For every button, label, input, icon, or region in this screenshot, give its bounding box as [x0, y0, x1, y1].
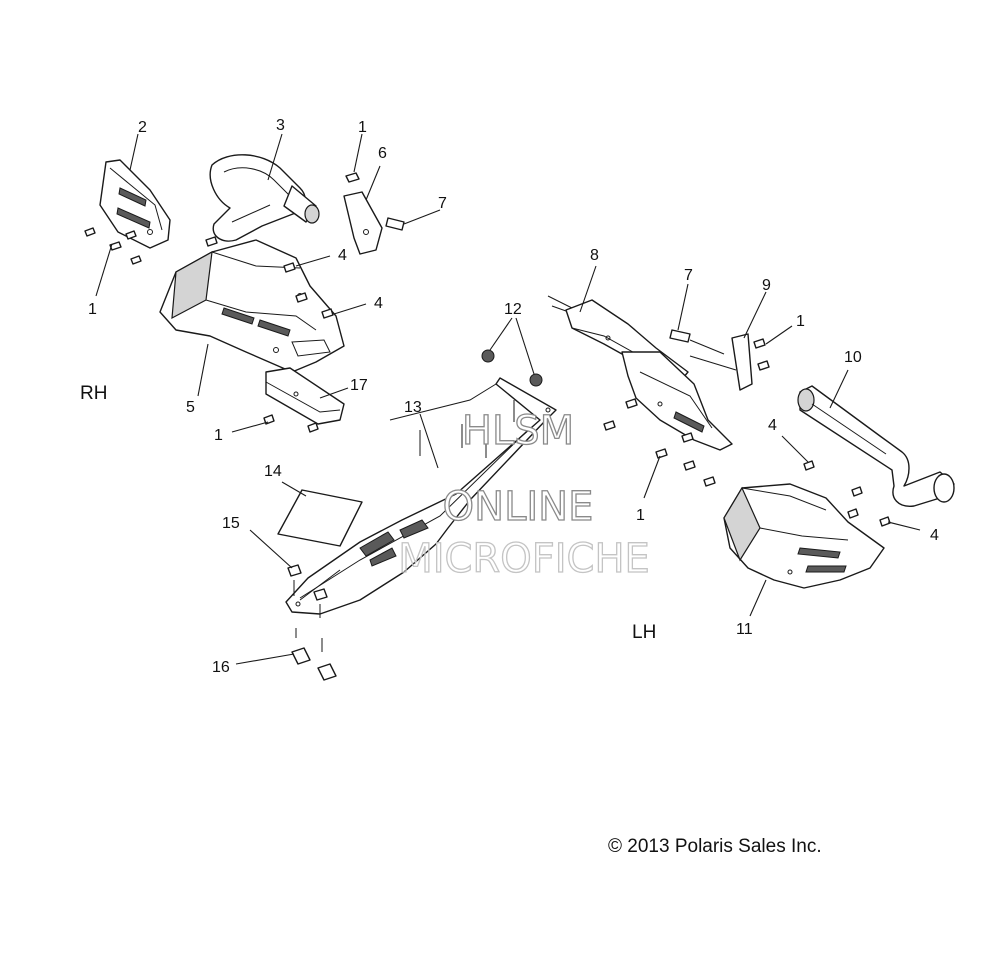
watermark-line-3: MICROFICHE [398, 536, 650, 582]
part-lh-mount-panel [621, 351, 733, 451]
callout-9: 9 [762, 277, 771, 294]
part-3-rh-pipe [209, 154, 320, 242]
screws-part-5 [205, 236, 334, 319]
callout-8: 8 [590, 247, 599, 264]
part-16-clips [291, 628, 337, 681]
callout-6: 6 [378, 145, 387, 162]
callout-17: 17 [350, 377, 368, 394]
part-14-decal [277, 489, 363, 547]
callout-4: 4 [930, 527, 939, 544]
callout-3: 3 [276, 117, 285, 134]
callout-12: 12 [504, 301, 522, 318]
callout-10: 10 [844, 349, 862, 366]
watermark-line-1: HLSM [462, 408, 574, 454]
callout-13: 13 [404, 399, 422, 416]
side-label-rh: RH [80, 383, 107, 404]
callouts: 2 3 1 6 7 4 1 4 5 17 1 13 12 14 15 16 8 … [88, 117, 939, 676]
part-13-skid-plate [285, 377, 557, 615]
callout-1: 1 [358, 119, 367, 136]
watermark: HLSM ONLINE MICROFICHE [398, 407, 651, 582]
callout-4: 4 [768, 417, 777, 434]
screws-lower-rh [263, 414, 319, 433]
callout-7: 7 [438, 195, 447, 212]
callout-1: 1 [88, 301, 97, 318]
callout-5: 5 [186, 399, 195, 416]
callout-2: 2 [138, 119, 147, 136]
callout-1: 1 [636, 507, 645, 524]
screws-part-11 [803, 460, 891, 527]
watermark-line-2: ONLINE [443, 484, 594, 530]
part-2-rh-bracket [99, 159, 171, 249]
part-12-nuts [481, 349, 543, 387]
callout-1: 1 [214, 427, 223, 444]
part-6-plate [343, 172, 383, 255]
leader-lines [95, 133, 921, 665]
side-label-lh: LH [632, 622, 656, 643]
callout-7: 7 [684, 267, 693, 284]
screws-rh-upper [84, 227, 142, 265]
callout-4: 4 [338, 247, 347, 264]
callout-15: 15 [222, 515, 240, 532]
part-10-lh-pipe [797, 385, 955, 507]
part-9-plate [689, 333, 770, 391]
callout-16: 16 [212, 659, 230, 676]
part-7-bolt-rh [385, 217, 405, 231]
callout-4: 4 [374, 295, 383, 312]
callout-14: 14 [264, 463, 282, 480]
part-7-bolt-lh [669, 329, 725, 355]
callout-11: 11 [736, 621, 753, 638]
part-11-lh-shield [723, 483, 885, 589]
part-5-rh-shield [159, 239, 345, 373]
part-17-bracket [265, 367, 345, 425]
screws-lh-upper [603, 398, 716, 487]
copyright-notice: © 2013 Polaris Sales Inc. [608, 836, 822, 857]
callout-1: 1 [796, 313, 805, 330]
